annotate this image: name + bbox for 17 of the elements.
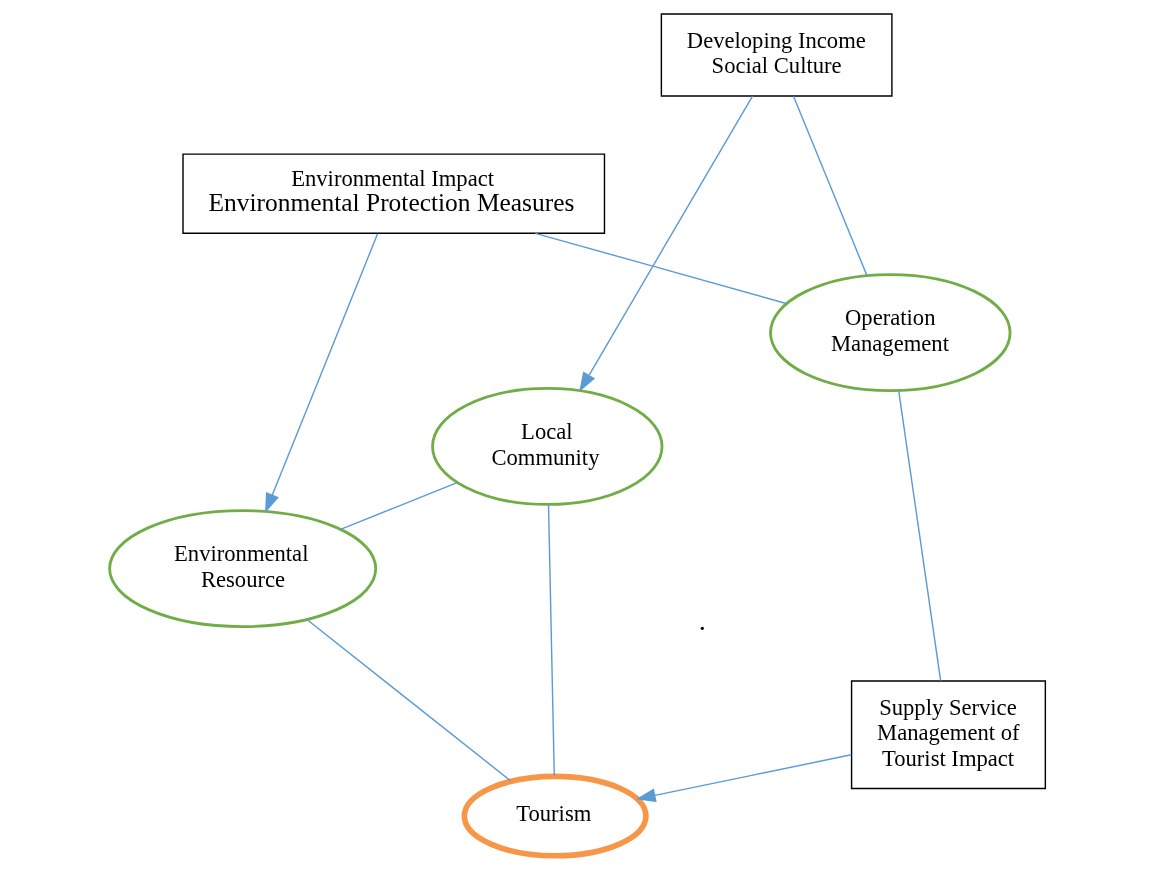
node-ellipse: Environmental Resource [108,509,378,629]
connector [306,618,512,782]
arrow [265,233,379,514]
arrow [579,95,754,392]
node-ellipse: Tourism [461,773,649,859]
arrow [635,754,852,803]
label: . [698,604,706,636]
connector [339,481,458,531]
node-ellipse: Operation Management [769,273,1012,393]
node-box: Supply Service Management of Tourist Impact [850,680,1047,790]
connector [792,95,868,276]
connector [547,504,555,777]
node-ellipse: Local Community [431,387,664,506]
connector [534,232,787,305]
node-box: Developing Income Social Culture [660,13,893,97]
node-box: Environmental Impact Environmental Protection Measures [182,153,606,235]
connector [897,389,942,682]
